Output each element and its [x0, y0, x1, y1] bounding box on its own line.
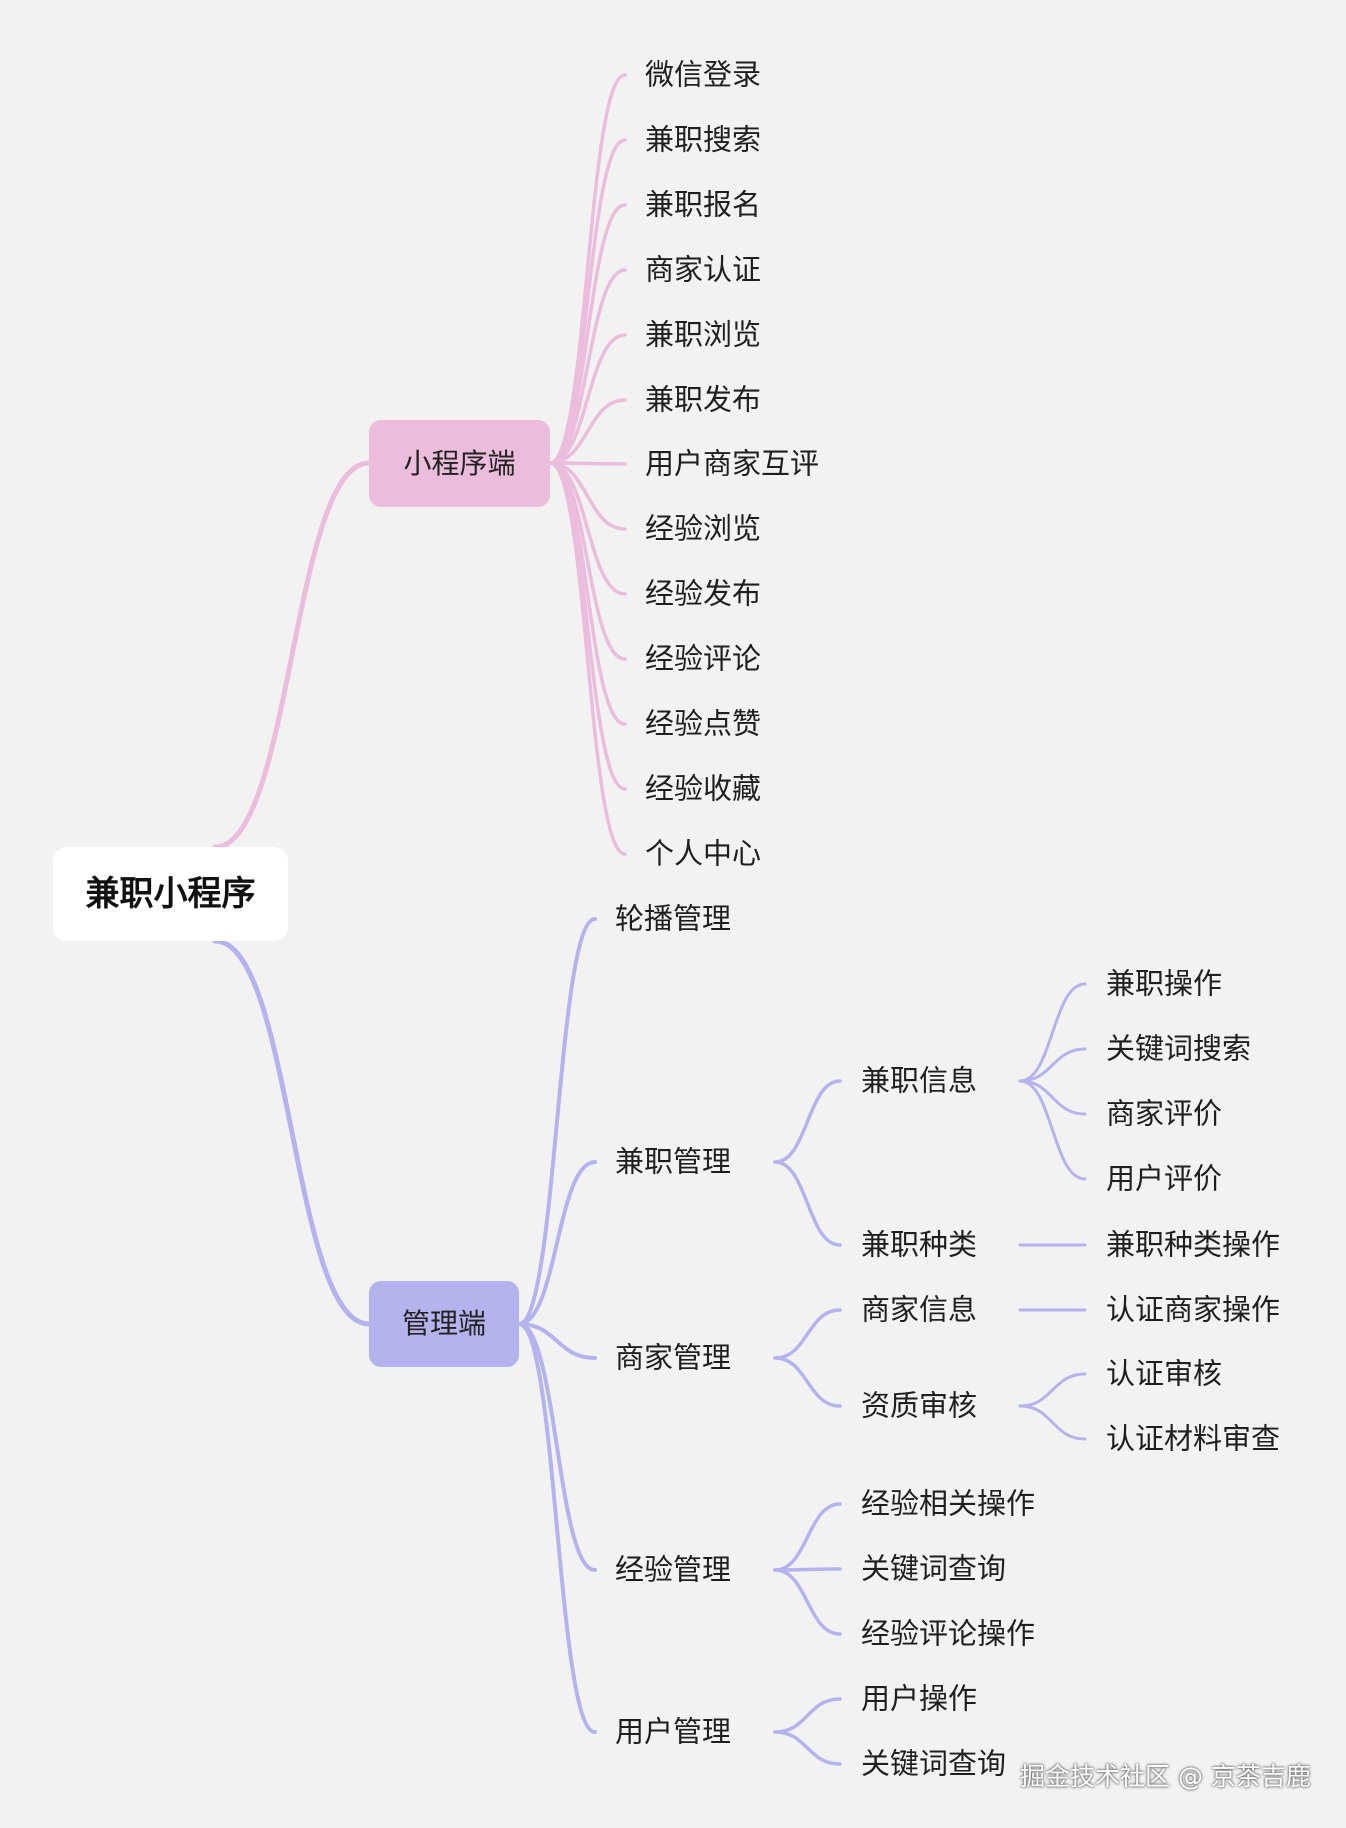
admin-leaf: 关键词搜索 [1106, 1031, 1252, 1066]
connector-line [1018, 1079, 1087, 1181]
connector-line [517, 1322, 597, 1360]
admin-subcategory: 兼职信息 [861, 1063, 978, 1098]
connector-line [773, 1356, 842, 1408]
root-node: 兼职小程序 [53, 847, 288, 941]
admin-leaf: 认证材料审查 [1106, 1421, 1281, 1456]
admin-subcategory: 经验相关操作 [861, 1486, 1036, 1521]
connector-line [548, 398, 627, 465]
connector-line [1018, 1079, 1087, 1116]
connector-line [517, 1322, 597, 1572]
connector-line [1018, 982, 1087, 1083]
mini-item: 经验发布 [645, 576, 762, 611]
admin-leaf: 兼职操作 [1106, 966, 1223, 1001]
branch-mini-label: 小程序端 [403, 446, 516, 480]
connector-line [548, 138, 627, 465]
mini-item: 微信登录 [645, 57, 762, 92]
mini-item: 经验点赞 [645, 706, 762, 741]
mini-item: 兼职浏览 [645, 317, 762, 352]
connector-line [548, 203, 627, 465]
mini-item: 个人中心 [645, 836, 762, 871]
mini-item: 兼职搜索 [645, 122, 762, 157]
watermark: 掘金技术社区 @ 京茶吉鹿 [1020, 1762, 1311, 1791]
connector-line [773, 1308, 842, 1360]
connector-line [517, 917, 597, 1326]
admin-subcategory: 经验评论操作 [861, 1616, 1036, 1651]
connector-line [548, 268, 627, 465]
connector-line [548, 461, 627, 791]
mini-item: 用户商家互评 [645, 446, 820, 481]
admin-leaf: 商家评价 [1106, 1096, 1223, 1131]
admin-leaf: 用户评价 [1106, 1161, 1223, 1196]
admin-leaf: 兼职种类操作 [1106, 1227, 1281, 1262]
connector-line [773, 1160, 842, 1247]
connector-line [1018, 1404, 1087, 1441]
admin-subcategory: 关键词查询 [861, 1551, 1007, 1586]
connector-line [548, 461, 627, 856]
connector-line [212, 460, 372, 850]
connector-line [548, 461, 627, 726]
mini-item: 兼职发布 [645, 382, 762, 417]
branch-admin-label: 管理端 [401, 1307, 486, 1340]
connector-line [517, 1160, 597, 1326]
connector-line [773, 1697, 842, 1734]
connector-line [773, 1079, 842, 1164]
admin-category: 商家管理 [615, 1340, 732, 1375]
connector-line [773, 1567, 842, 1572]
admin-subcategory: 兼职种类 [861, 1227, 978, 1262]
connector-line [517, 1322, 597, 1734]
admin-category: 经验管理 [615, 1552, 732, 1587]
branch-admin: 管理端 [369, 1281, 519, 1367]
mini-item: 商家认证 [645, 252, 762, 287]
admin-subcategory: 商家信息 [861, 1292, 978, 1327]
admin-category: 用户管理 [615, 1714, 732, 1749]
connector-line [1018, 1372, 1087, 1408]
connector-line [1018, 1047, 1087, 1083]
mini-item: 兼职报名 [645, 187, 762, 222]
admin-category: 轮播管理 [615, 901, 732, 936]
admin-category: 兼职管理 [615, 1144, 732, 1179]
admin-subcategory: 资质审核 [861, 1388, 978, 1423]
connector-line [773, 1502, 842, 1572]
connector-line [773, 1730, 842, 1766]
mini-item: 经验收藏 [645, 771, 762, 806]
root-label: 兼职小程序 [85, 874, 256, 914]
connector-line [548, 333, 627, 465]
mini-item: 经验浏览 [645, 511, 762, 546]
connector-line [212, 938, 372, 1327]
branch-mini-program: 小程序端 [369, 420, 550, 507]
admin-subcategory: 用户操作 [861, 1681, 978, 1716]
admin-leaf: 认证审核 [1106, 1356, 1223, 1391]
mini-item: 经验评论 [645, 641, 762, 676]
admin-subcategory: 关键词查询 [861, 1746, 1007, 1781]
admin-leaf: 认证商家操作 [1106, 1292, 1281, 1327]
connector-line [773, 1568, 842, 1636]
